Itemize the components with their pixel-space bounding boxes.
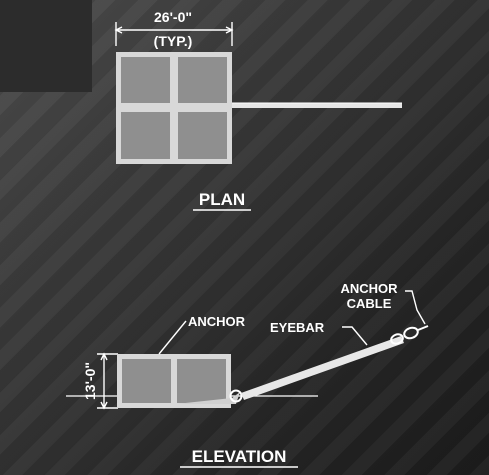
corner-shade (0, 0, 92, 92)
eyebar-connection (176, 389, 243, 404)
elevation-block-cell (122, 359, 171, 403)
elevation-view: 13'-0" ANCHOR EYEBAR (66, 281, 429, 468)
plan-typical-note: (TYP.) (154, 33, 193, 49)
eyebar-label: EYEBAR (270, 320, 325, 335)
plan-view: 26'-0" (TYP.) PLAN (114, 9, 402, 211)
elevation-block-cell (177, 359, 226, 403)
cable-hardware (390, 325, 429, 345)
elevation-dimension-text: 13'-0" (82, 362, 98, 400)
anchor-cable-leader (405, 290, 426, 325)
plan-cable (232, 103, 402, 108)
plan-block-cell (121, 112, 170, 159)
eyebar-leader (342, 326, 368, 346)
plan-dimension-line (114, 22, 234, 46)
anchor-label: ANCHOR (188, 314, 246, 329)
plan-title: PLAN (199, 190, 245, 209)
plan-block-cell (121, 57, 170, 103)
plan-block-cell (178, 57, 227, 103)
anchor-cable-label-line2: CABLE (347, 296, 392, 311)
elevation-dimension-line (97, 352, 118, 410)
elevation-title: ELEVATION (192, 447, 287, 466)
plan-block-cell (178, 112, 227, 159)
anchor-cable (241, 336, 404, 400)
plan-dimension-text: 26'-0" (154, 9, 192, 25)
anchor-cable-label-line1: ANCHOR (340, 281, 398, 296)
anchor-leader (158, 320, 187, 355)
